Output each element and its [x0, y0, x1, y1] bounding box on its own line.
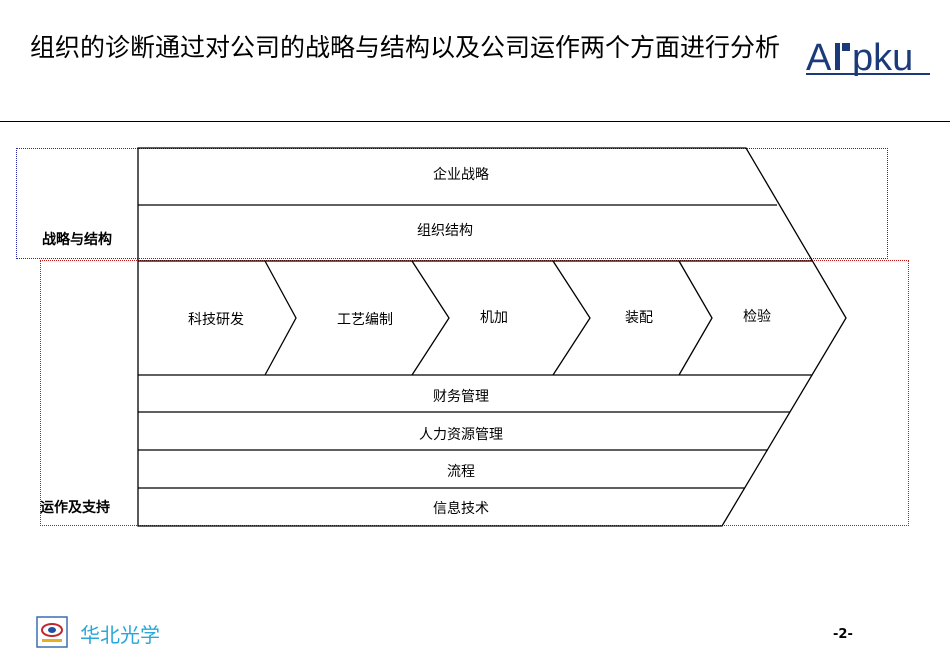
chevron-divider-3: [552, 260, 591, 376]
strategy-row-enterprise: 企业战略: [433, 167, 489, 183]
title-divider: [0, 121, 950, 122]
process-step-inspection: 检验: [743, 309, 771, 325]
support-row-finance: 财务管理: [433, 389, 489, 405]
process-step-process-planning: 工艺编制: [337, 312, 393, 328]
strategy-row-organization: 组织结构: [417, 223, 473, 239]
support-row-process: 流程: [447, 464, 475, 480]
company-emblem-icon: [36, 616, 68, 648]
company-name: 华北光学: [80, 623, 160, 647]
operations-side-label: 运作及支持: [40, 500, 110, 516]
value-chain-outline: [137, 147, 847, 527]
strategy-side-label: 战略与结构: [42, 232, 112, 248]
chevron-divider-4: [678, 260, 713, 376]
chevron-divider-1: [264, 260, 297, 376]
svg-text:pku: pku: [852, 37, 913, 76]
process-step-assembly: 装配: [625, 310, 653, 326]
support-row-it: 信息技术: [433, 501, 489, 517]
aipku-logo: A pku: [806, 37, 930, 76]
chevron-divider-2: [411, 260, 450, 376]
svg-text:A: A: [806, 37, 832, 76]
support-row-hr: 人力资源管理: [419, 427, 503, 443]
slide-title: 组织的诊断通过对公司的战略与结构以及公司运作两个方面进行分析: [29, 33, 780, 62]
page-number: -2-: [833, 627, 853, 642]
process-step-machining: 机加: [480, 310, 508, 326]
process-step-rd: 科技研发: [188, 312, 244, 328]
